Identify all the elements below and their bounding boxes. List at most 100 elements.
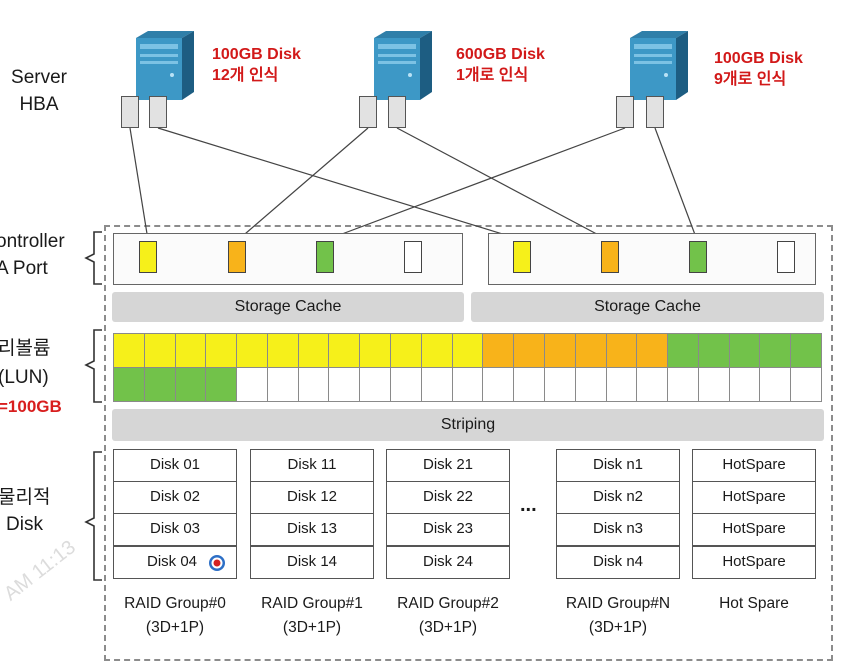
lun-cell	[113, 333, 145, 368]
hotspare-box: HotSpare	[692, 546, 816, 579]
controller-port-empty	[404, 241, 422, 273]
lun-cell	[328, 367, 361, 402]
lun-cell	[390, 367, 422, 402]
lun-cell	[728, 333, 761, 368]
lun-cell	[728, 367, 761, 402]
controller-box-b	[488, 233, 816, 285]
disk-box: Disk n3	[556, 513, 680, 546]
hot-spare-label: Hot Spare	[684, 592, 824, 616]
lun-cell	[236, 333, 268, 368]
lun-cell	[482, 333, 515, 368]
lun-cell	[513, 367, 545, 402]
lun-cell	[759, 367, 792, 402]
lun-grid	[113, 333, 822, 402]
lun-cell	[667, 333, 699, 368]
volume-label-text: 리볼륨	[0, 338, 51, 359]
lun-cell	[174, 367, 207, 402]
lun-cell	[205, 367, 238, 402]
disk-label-text: Disk	[6, 514, 43, 535]
raid-group-config: (3D+1P)	[282, 619, 342, 636]
server-3-line1: 100GB Disk	[714, 50, 803, 67]
lun-label: 리볼륨 (LUN) =100GB	[0, 334, 78, 421]
lun-cell	[297, 333, 330, 368]
lun-cell	[143, 333, 176, 368]
raid-group-0-label: RAID Group#0 (3D+1P)	[105, 592, 245, 640]
lun-cell	[543, 367, 576, 402]
lun-cell	[790, 333, 822, 368]
hba-port	[646, 96, 664, 128]
target-icon	[209, 555, 225, 571]
lun-cell	[359, 333, 392, 368]
raid-group-name: RAID Group#2	[397, 595, 499, 612]
disk-box: Disk 02	[113, 481, 237, 514]
raid-group-name: RAID Group#1	[261, 595, 363, 612]
lun-cell	[759, 333, 792, 368]
disk-box: Disk n4	[556, 546, 680, 579]
controller-port-green	[316, 241, 334, 273]
disk-box: Disk 13	[250, 513, 374, 546]
server-icon	[374, 31, 432, 100]
server-icon	[136, 31, 194, 100]
lun-cell	[420, 333, 453, 368]
lun-cell	[390, 333, 422, 368]
storage-system-boundary	[104, 225, 833, 661]
controller-port-green	[689, 241, 707, 273]
server-3-line2: 9개로 인식	[714, 71, 787, 88]
disk-box: Disk n1	[556, 449, 680, 482]
storage-cache-b: Storage Cache	[471, 292, 824, 322]
lun-cell	[205, 333, 238, 368]
lun-label-text: (LUN)	[0, 367, 49, 388]
lun-cell	[451, 367, 484, 402]
lun-cell	[236, 367, 268, 402]
disk-04-label: Disk 04	[147, 553, 198, 570]
hba-port	[121, 96, 139, 128]
raid-group-config: (3D+1P)	[418, 619, 478, 636]
disk-box-04: Disk 04	[113, 546, 237, 579]
hba-port	[616, 96, 634, 128]
controller-label: ontroller A Port	[0, 228, 76, 282]
hotspare-box: HotSpare	[692, 481, 816, 514]
hba-port	[149, 96, 167, 128]
lun-cell	[605, 333, 638, 368]
striping-bar: Striping	[112, 409, 824, 441]
controller-port-empty	[777, 241, 795, 273]
lun-cell	[667, 367, 699, 402]
raid-group-n-label: RAID Group#N (3D+1P)	[548, 592, 688, 640]
disk-box: Disk 03	[113, 513, 237, 546]
ellipsis: ...	[520, 494, 537, 516]
disk-box: Disk 24	[386, 546, 510, 579]
lun-cell	[266, 333, 299, 368]
raid-group-config: (3D+1P)	[588, 619, 648, 636]
lun-cell	[574, 333, 607, 368]
lun-size-label: =100GB	[0, 397, 62, 416]
lun-cell	[420, 367, 453, 402]
server-1-line2: 12개 인식	[212, 67, 279, 84]
lun-cell	[697, 367, 730, 402]
server-2-caption: 600GB Disk 1개로 인식	[456, 44, 545, 86]
server-3-caption: 100GB Disk 9개로 인식	[714, 48, 803, 90]
physical-label-text: 물리적	[0, 487, 51, 508]
hba-label-text: HBA	[19, 94, 59, 115]
raid-group-config: (3D+1P)	[145, 619, 205, 636]
lun-cell	[143, 367, 176, 402]
lun-cell	[636, 333, 669, 368]
controller-label-text: ontroller	[0, 231, 65, 252]
left-braces	[84, 231, 102, 581]
server-label-text: Server	[11, 67, 67, 88]
server-icon	[630, 31, 688, 100]
disk-box: Disk 22	[386, 481, 510, 514]
disk-box: Disk 14	[250, 546, 374, 579]
hot-spare-name: Hot Spare	[719, 595, 789, 612]
controller-port-orange	[601, 241, 619, 273]
lun-cell	[790, 367, 822, 402]
raid-group-name: RAID Group#0	[124, 595, 226, 612]
disk-box: Disk 23	[386, 513, 510, 546]
port-label-text: A Port	[0, 258, 48, 279]
server-2-line1: 600GB Disk	[456, 46, 545, 63]
storage-cache-a: Storage Cache	[112, 292, 464, 322]
hotspare-box: HotSpare	[692, 449, 816, 482]
server-1-caption: 100GB Disk 12개 인식	[212, 44, 301, 86]
lun-cell	[482, 367, 515, 402]
server-label: Server HBA	[4, 64, 74, 118]
